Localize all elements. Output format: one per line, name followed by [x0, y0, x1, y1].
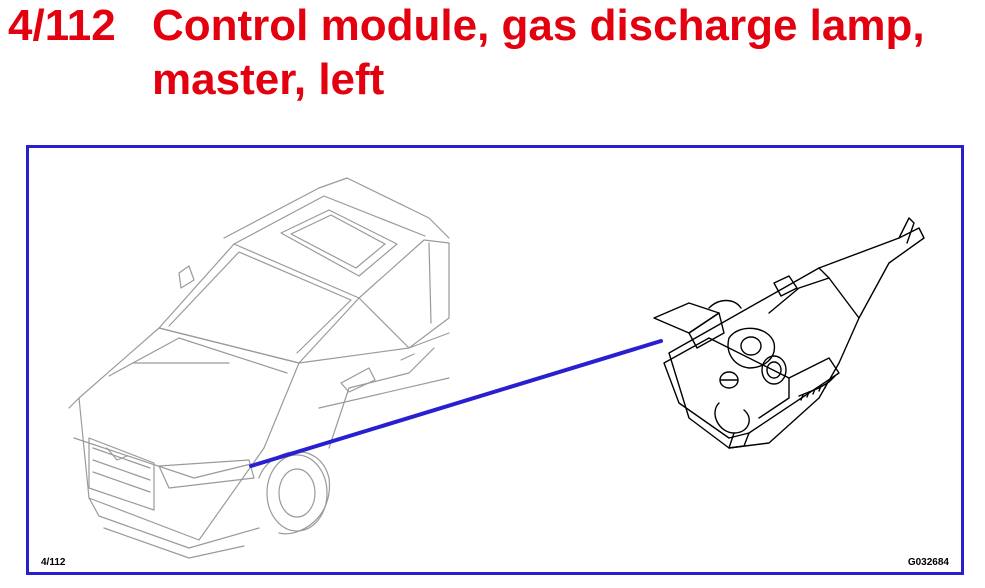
page-title-line-1: Control module, gas discharge lamp, [152, 1, 925, 50]
car-illustration [68, 177, 450, 559]
reference-number: 4/112 [8, 1, 116, 50]
figure-reference-label: 4/112 [41, 557, 66, 568]
component-location-illustration [68, 177, 925, 559]
figure-frame: 4/112 G032684 [26, 145, 964, 575]
pointer-line [249, 339, 663, 468]
figure-image-id: G032684 [907, 557, 949, 568]
control-module-illustration [653, 217, 925, 449]
page-title-line-2: master, left [152, 55, 385, 104]
title-block: 4/112 Control module, gas discharge lamp… [0, 0, 985, 110]
